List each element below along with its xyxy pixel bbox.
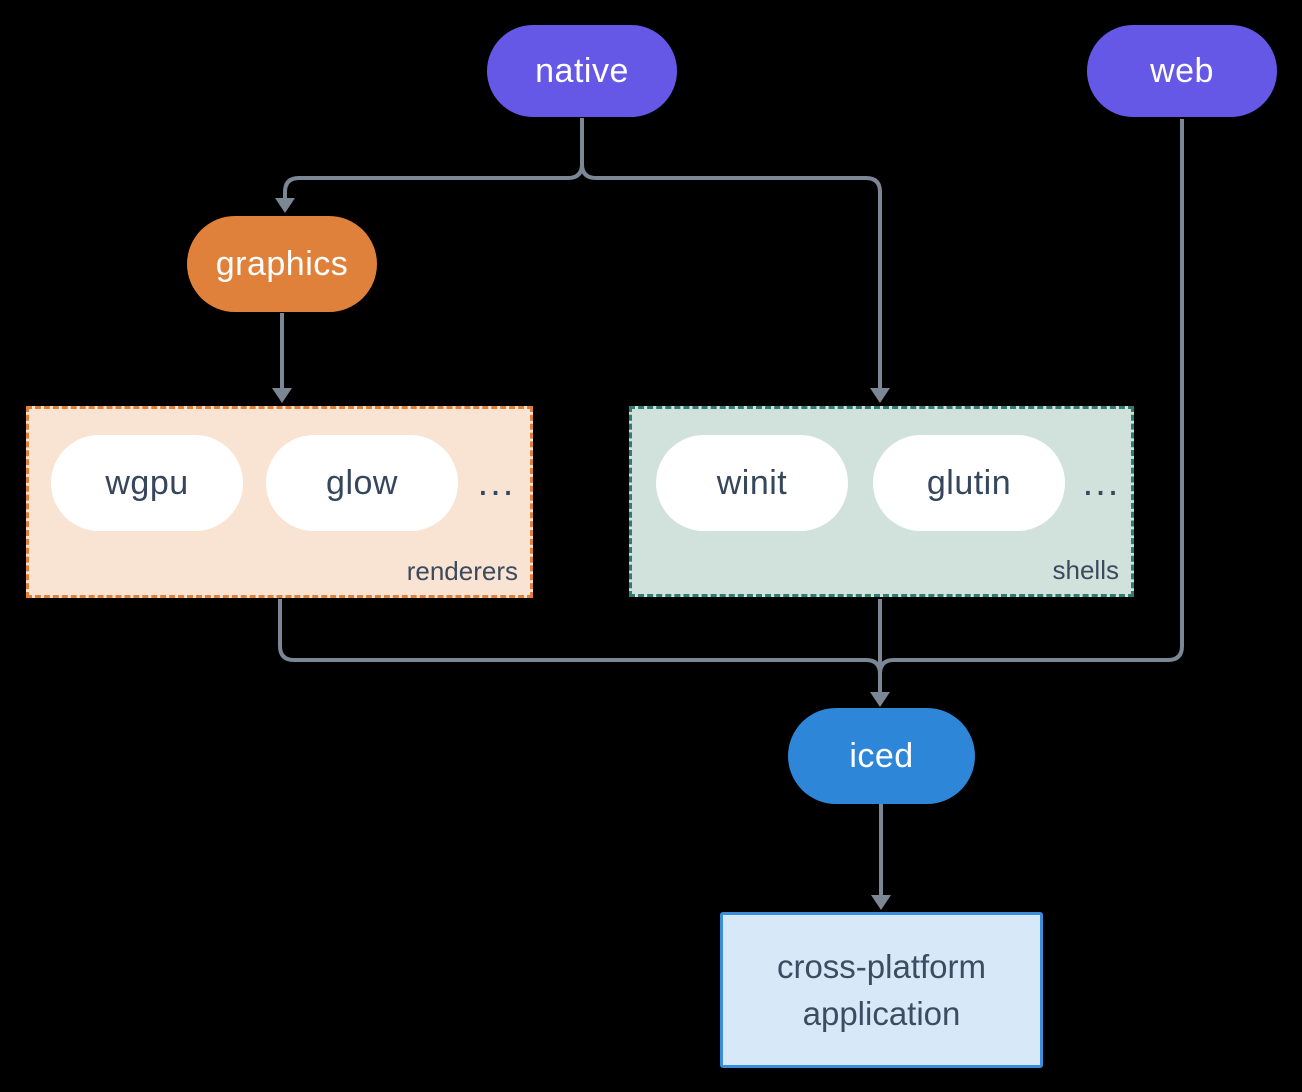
node-graphics-label: graphics [215, 244, 349, 283]
edge-native-to-shells [580, 118, 882, 389]
node-wgpu: wgpu [51, 435, 243, 531]
edge-renderers-to-iced [278, 599, 882, 682]
node-glutin: glutin [873, 435, 1065, 531]
renderers-group-label: renderers [406, 556, 518, 586]
renderers-ellipsis: ... [477, 461, 516, 504]
node-glow: glow [266, 435, 458, 531]
edge-native-to-graphics [283, 118, 584, 199]
arrowhead-iced [870, 692, 890, 707]
node-native: native [487, 25, 677, 117]
node-web-label: web [1150, 51, 1214, 90]
arrowhead-renderers [272, 388, 292, 403]
edge-web-to-iced [878, 119, 1184, 682]
group-renderers: wgpu glow ... renderers [26, 406, 533, 598]
application-label-line2: application [802, 995, 961, 1032]
node-web: web [1087, 25, 1277, 117]
node-graphics: graphics [187, 216, 377, 312]
arrowhead-shells [870, 388, 890, 403]
node-iced-label: iced [849, 736, 914, 775]
arrowhead-graphics [275, 198, 295, 213]
node-iced: iced [788, 708, 975, 804]
arrowhead-application [871, 895, 891, 910]
node-wgpu-label: wgpu [105, 463, 189, 502]
group-shells: winit glutin ... shells [629, 406, 1134, 597]
shells-group-label: shells [1052, 555, 1119, 585]
node-glow-label: glow [326, 463, 398, 502]
node-winit: winit [656, 435, 848, 531]
node-cross-platform-application: cross-platform application [720, 912, 1043, 1068]
node-native-label: native [535, 51, 629, 90]
node-glutin-label: glutin [926, 463, 1012, 502]
node-winit-label: winit [716, 463, 788, 502]
application-label-line1: cross-platform [776, 948, 987, 985]
shells-ellipsis: ... [1082, 461, 1121, 504]
